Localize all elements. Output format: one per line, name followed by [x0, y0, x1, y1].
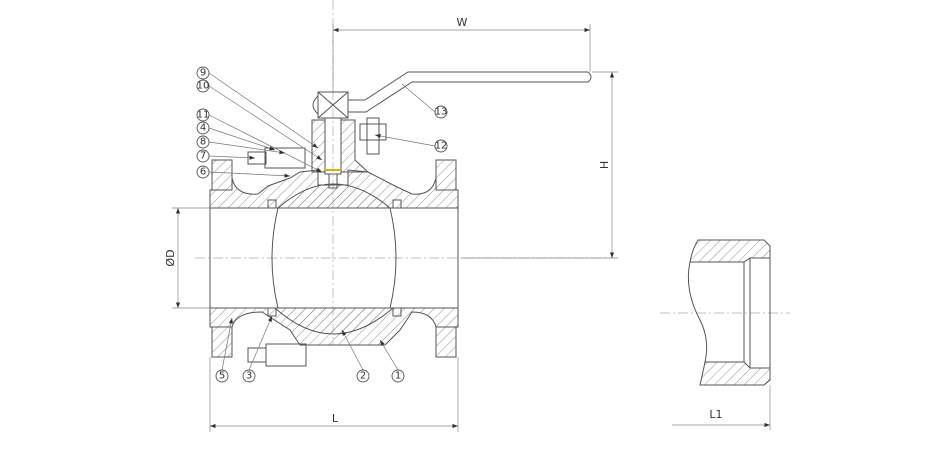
balloon-11: 11	[196, 108, 210, 122]
svg-text:8: 8	[200, 137, 206, 148]
svg-text:4: 4	[200, 123, 206, 134]
balloon-1: 1	[391, 369, 405, 383]
valve-body-top	[209, 117, 459, 209]
svg-text:7: 7	[200, 151, 206, 162]
svg-text:9: 9	[200, 68, 206, 79]
balloon-13: 13	[434, 105, 448, 119]
leader-lines	[208, 72, 436, 371]
dimension-od: ØD	[164, 207, 210, 309]
part-balloons: 9 10 11 4 8 7 6 13 12 5 3 2 1	[196, 66, 448, 383]
balloon-2: 2	[356, 369, 370, 383]
dimension-l1-label: L1	[709, 408, 722, 421]
centerlines	[195, 0, 790, 345]
balloon-12: 12	[434, 139, 448, 153]
bore	[209, 207, 459, 309]
dimension-l-label: L	[332, 412, 339, 425]
dimension-l: L	[209, 357, 459, 432]
svg-text:2: 2	[360, 371, 366, 382]
svg-text:6: 6	[200, 167, 206, 178]
svg-text:13: 13	[435, 107, 448, 118]
balloon-4: 4	[196, 121, 210, 135]
svg-text:12: 12	[435, 141, 448, 152]
balloon-8: 8	[196, 135, 210, 149]
balloon-10: 10	[196, 79, 210, 93]
svg-text:11: 11	[197, 110, 210, 121]
dimension-od-label: ØD	[164, 249, 177, 266]
svg-text:5: 5	[219, 371, 225, 382]
balloon-6: 6	[196, 165, 210, 179]
dimension-h-label: H	[598, 161, 611, 169]
balloon-3: 3	[242, 369, 256, 383]
svg-text:10: 10	[197, 81, 210, 92]
dimension-w-label: W	[457, 16, 468, 29]
dimension-h: H	[462, 71, 618, 259]
svg-text:3: 3	[246, 371, 252, 382]
dimension-l1: L1	[672, 385, 771, 430]
valve-body-bottom	[209, 307, 459, 367]
balloon-5: 5	[215, 369, 229, 383]
balloon-7: 7	[196, 149, 210, 163]
lever-handle	[312, 71, 592, 119]
dimension-w: W	[332, 16, 591, 92]
seat-insert-view	[687, 239, 771, 386]
balloon-9: 9	[196, 66, 210, 80]
svg-text:1: 1	[395, 371, 401, 382]
